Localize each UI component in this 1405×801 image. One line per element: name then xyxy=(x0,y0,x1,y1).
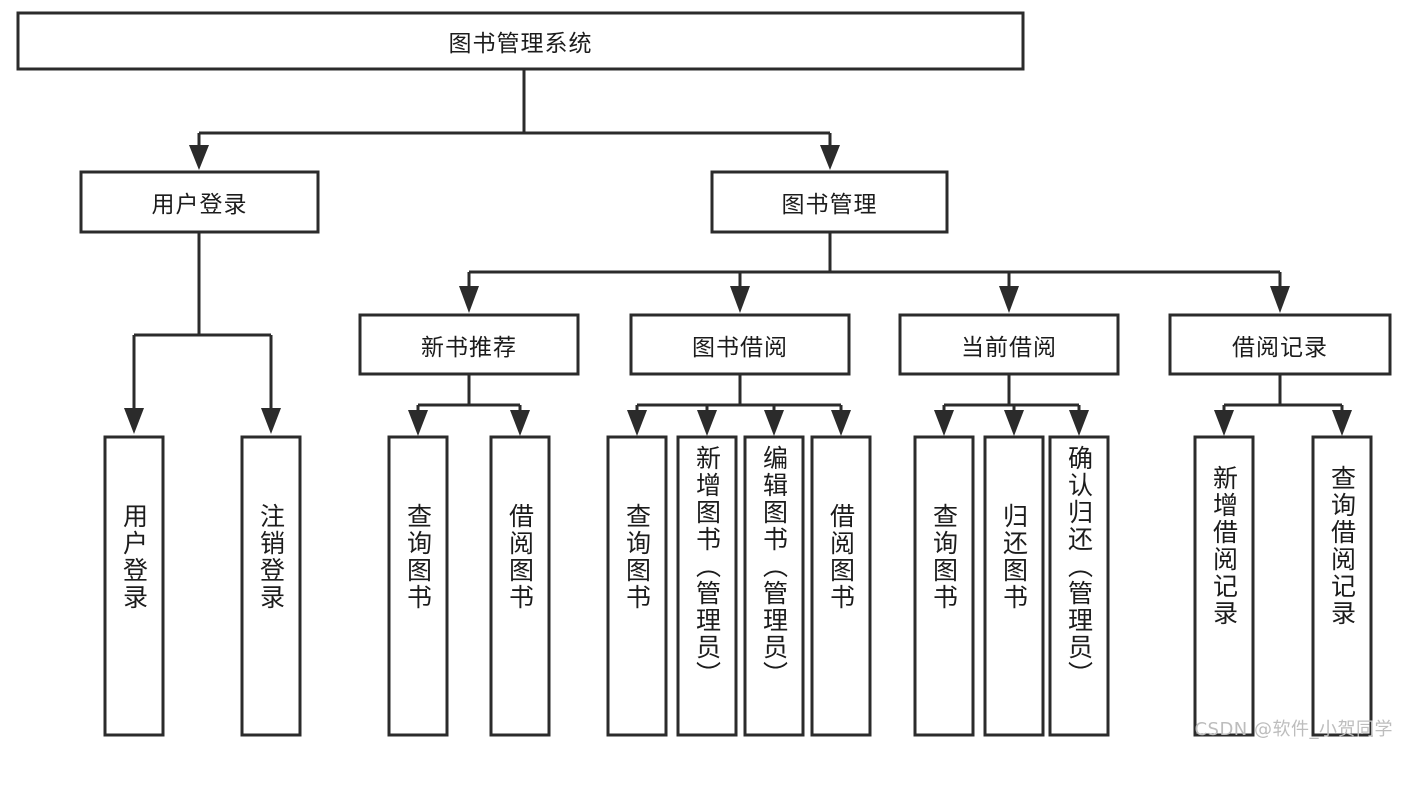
arrow-to-leaf-query-record xyxy=(1332,410,1352,436)
node-new-book-recommend-box[interactable] xyxy=(358,313,580,376)
arrow-to-new-book-recommend xyxy=(459,286,479,313)
arrow-to-leaf-query-book-3 xyxy=(934,410,954,436)
node-leaf-query-record-box[interactable] xyxy=(1311,435,1373,737)
node-borrow-record-box[interactable] xyxy=(1168,313,1392,376)
node-leaf-edit-book-box[interactable] xyxy=(743,435,805,737)
node-leaf-add-book-box[interactable] xyxy=(676,435,738,737)
node-leaf-return-book-box[interactable] xyxy=(983,435,1045,737)
arrow-to-borrow-record xyxy=(1270,286,1290,313)
arrow-to-leaf-user-logout xyxy=(261,408,281,434)
arrow-to-leaf-borrow-book-1 xyxy=(510,410,530,436)
node-leaf-borrow-book-1-box[interactable] xyxy=(489,435,551,737)
tree-diagram-svg xyxy=(16,11,1392,737)
arrow-to-leaf-add-book xyxy=(697,410,717,436)
arrow-to-leaf-query-book-1 xyxy=(408,410,428,436)
flowchart-canvas: 图书管理系统 用户登录 图书管理 新书推荐 图书借阅 当前借阅 借阅记录 用户登… xyxy=(16,11,1393,740)
node-leaf-add-record-box[interactable] xyxy=(1193,435,1255,737)
node-book-borrow-box[interactable] xyxy=(629,313,851,376)
arrow-root-to-book-manage xyxy=(820,145,840,170)
node-leaf-query-book-1-box[interactable] xyxy=(387,435,449,737)
node-current-borrow-box[interactable] xyxy=(898,313,1120,376)
arrow-root-to-user-login xyxy=(189,145,209,170)
node-leaf-user-login-box[interactable] xyxy=(103,435,165,737)
arrow-to-current-borrow xyxy=(999,286,1019,313)
arrow-to-leaf-user-login xyxy=(124,408,144,434)
node-user-login-box[interactable] xyxy=(79,170,320,234)
node-leaf-query-book-3-box[interactable] xyxy=(913,435,975,737)
arrow-to-leaf-borrow-book-2 xyxy=(831,410,851,436)
node-leaf-user-logout-box[interactable] xyxy=(240,435,302,737)
node-leaf-confirm-return-box[interactable] xyxy=(1048,435,1110,737)
node-leaf-borrow-book-2-box[interactable] xyxy=(810,435,872,737)
arrow-to-book-borrow xyxy=(730,286,750,313)
arrow-to-leaf-return-book xyxy=(1004,410,1024,436)
node-book-manage-box[interactable] xyxy=(710,170,949,234)
node-leaf-query-book-2-box[interactable] xyxy=(606,435,668,737)
arrow-to-leaf-add-record xyxy=(1214,410,1234,436)
arrow-to-leaf-query-book-2 xyxy=(627,410,647,436)
node-root-box[interactable] xyxy=(16,11,1025,71)
arrow-to-leaf-edit-book xyxy=(764,410,784,436)
arrow-to-leaf-confirm-return xyxy=(1069,410,1089,436)
